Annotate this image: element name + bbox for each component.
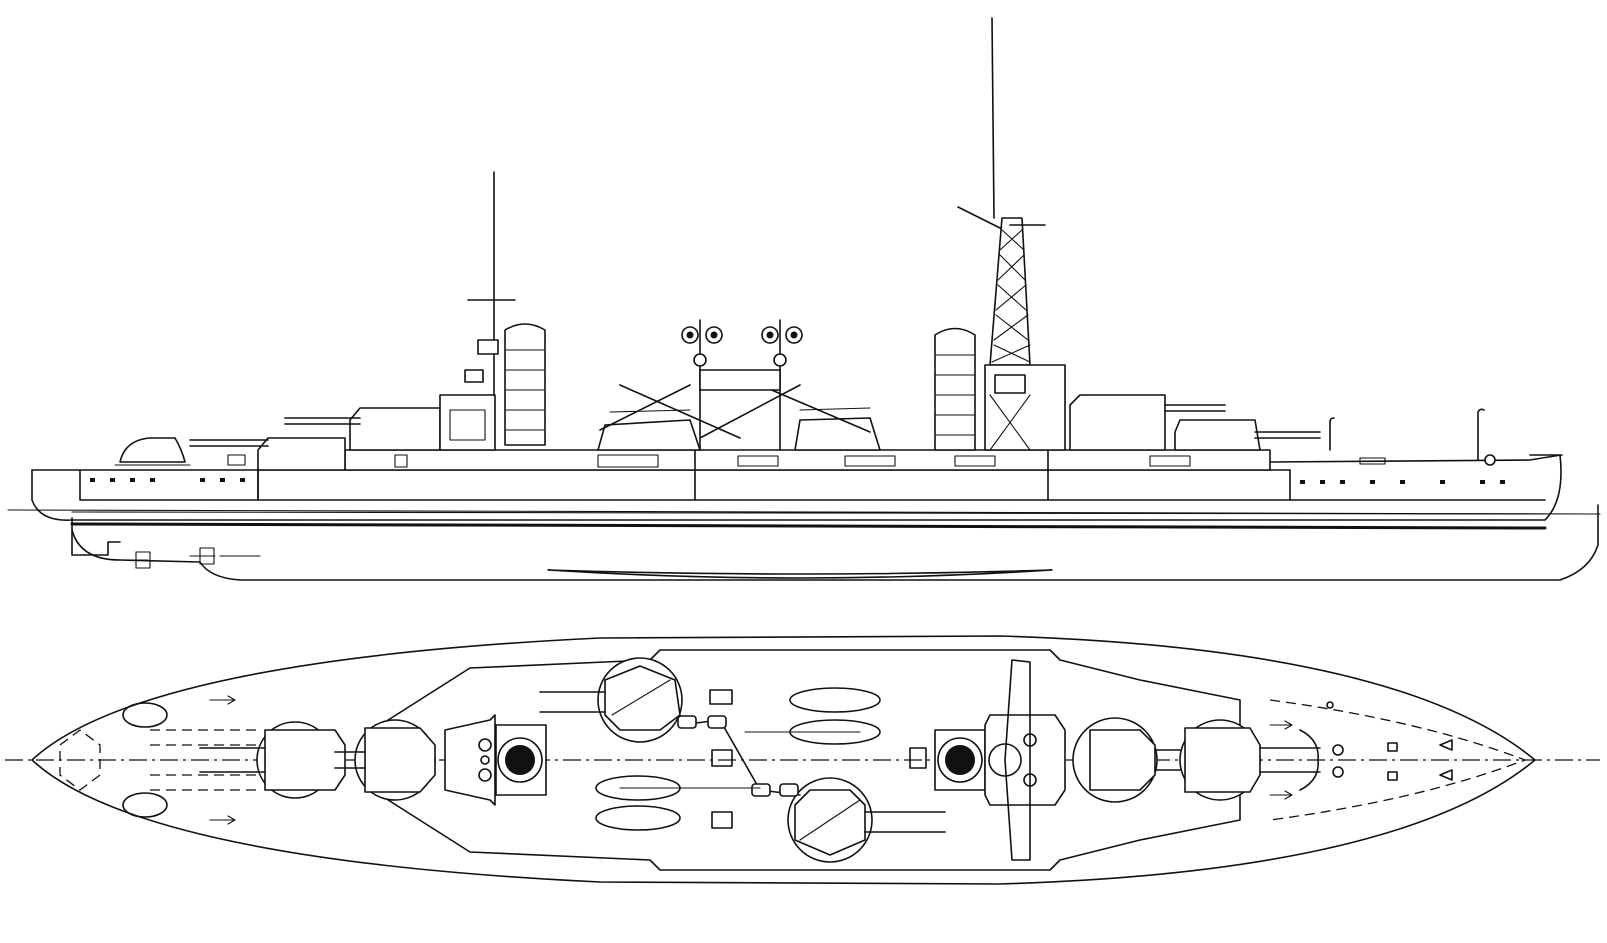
wing-turret-starboard-plan xyxy=(787,777,946,863)
stern-hatch xyxy=(59,729,101,791)
bow-ventilator xyxy=(1329,417,1335,451)
crossed-boat-booms xyxy=(599,384,871,439)
forward-funnel-bands xyxy=(934,354,976,436)
bilge-keel xyxy=(547,569,1053,579)
hull-underwater-outline xyxy=(71,504,1599,581)
portholes-forward xyxy=(1300,480,1505,484)
stern-deck-markings xyxy=(150,729,260,791)
foremast-topmast xyxy=(991,17,995,219)
hull-side-outline xyxy=(31,454,1562,521)
boom-pulleys xyxy=(677,715,799,797)
midships-boats-plan xyxy=(595,687,881,831)
propellers xyxy=(119,547,261,569)
turret-forward-upper-plan xyxy=(1072,717,1186,803)
side-elevation-view xyxy=(7,17,1601,581)
forward-funnel xyxy=(934,327,976,451)
deck-arrows xyxy=(209,695,1293,825)
aft-funnel xyxy=(504,323,546,446)
turret-aft-lower-plan xyxy=(199,721,346,799)
casemates xyxy=(394,454,1191,468)
deck-plan-view xyxy=(5,635,1600,885)
bridge-tripod-bracing xyxy=(989,394,1031,451)
anchor-hawse xyxy=(1484,454,1496,466)
rudder xyxy=(71,529,121,556)
aft-funnel-bands xyxy=(504,349,546,431)
stern-boat-starboard xyxy=(122,792,168,818)
searchlights xyxy=(681,326,803,367)
midships-boats-fwd xyxy=(794,417,881,451)
forecastle-deck xyxy=(1269,454,1563,463)
searchlight-platform xyxy=(699,369,781,391)
turret-forward-lower-plan xyxy=(1179,719,1321,801)
portholes-aft xyxy=(90,478,245,482)
turret-aft-lower xyxy=(257,437,346,471)
plan-hull-outline xyxy=(31,635,1536,885)
turret-forward-upper xyxy=(1069,394,1166,451)
aft-funnel-top xyxy=(495,724,547,796)
midships-boats-aft xyxy=(597,419,701,451)
turret-aft-upper xyxy=(349,407,441,451)
cage-mast xyxy=(989,217,1031,366)
superstructure-deck xyxy=(344,449,1271,471)
armour-belt-line xyxy=(70,522,1547,530)
stern-boat xyxy=(119,437,186,463)
turret-forward-lower xyxy=(1174,419,1261,451)
turret-aft-upper-plan xyxy=(334,719,436,801)
belt-top-line xyxy=(71,511,1546,515)
stern-boat-port xyxy=(122,702,168,728)
bridge-wings xyxy=(1004,659,1031,861)
cage-mast-lattice xyxy=(991,229,1031,363)
plan-superstructure-outline xyxy=(384,649,1241,871)
stern-fittings xyxy=(114,454,246,466)
forward-bridge-plan xyxy=(984,714,1066,806)
foremast-gaff xyxy=(957,206,1001,229)
forecastle-step xyxy=(1289,469,1546,501)
jack-staff xyxy=(1477,408,1485,461)
aft-superstructure xyxy=(439,394,496,451)
forecastle-deck-edge xyxy=(1269,699,1527,821)
aft-superstructure-plan xyxy=(444,714,496,806)
quarterdeck xyxy=(31,469,259,501)
wing-turret-port-plan xyxy=(539,657,683,743)
